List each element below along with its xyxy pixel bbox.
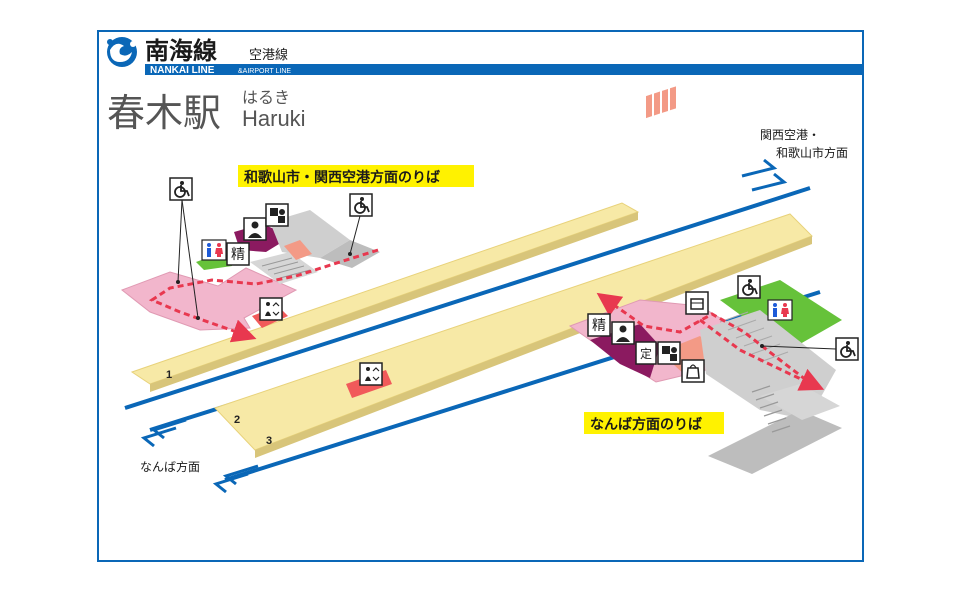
station-staff-icon bbox=[243, 217, 267, 241]
ticket-machine-icon bbox=[657, 341, 681, 365]
commuter-pass-label: 定 bbox=[640, 346, 652, 361]
wheelchair-leader-1 bbox=[177, 199, 183, 283]
right-concourse bbox=[568, 86, 842, 474]
wakayama-platform-label: 和歌山市・関西空港方面のりば bbox=[238, 165, 474, 187]
nankai-logo-icon bbox=[107, 37, 137, 67]
wheelchair-icon bbox=[835, 337, 859, 361]
fare-adjustment-label: 精 bbox=[592, 317, 606, 333]
platform-2-number: 2 bbox=[234, 414, 240, 426]
right-ticket-gates bbox=[646, 86, 676, 119]
right-exit-ramp bbox=[708, 410, 842, 474]
shop-bag-icon bbox=[681, 359, 705, 383]
namba-platform-label: なんば方面のりば bbox=[584, 412, 724, 434]
direction-airport-line2: 和歌山市方面 bbox=[776, 145, 848, 160]
namba-platform-text: なんば方面のりば bbox=[590, 416, 702, 432]
fare-adjustment-icon: 精 bbox=[587, 313, 611, 337]
right-barrier-free-route-b bbox=[699, 318, 825, 391]
track-upper bbox=[124, 186, 811, 410]
elevator-icon bbox=[365, 367, 380, 381]
wheelchair-leader-4 bbox=[761, 345, 837, 350]
platform-1-edge bbox=[150, 212, 638, 392]
station-name: 春木駅 bbox=[107, 93, 221, 135]
platform-3-number: 3 bbox=[266, 435, 272, 447]
station-kana: はるき bbox=[242, 89, 290, 107]
toilet-icon bbox=[201, 239, 227, 261]
station-romaji: Haruki bbox=[242, 106, 306, 131]
left-stairs-steps bbox=[261, 257, 311, 279]
left-gates bbox=[284, 240, 312, 260]
ticket-machine-icon bbox=[265, 203, 289, 227]
header-bar bbox=[145, 64, 863, 75]
elevator-icon bbox=[259, 297, 283, 321]
sub-line-english: &AIRPORT LINE bbox=[238, 68, 291, 75]
header: 南海線 空港線 NANKAI LINE &AIRPORT LINE bbox=[107, 37, 863, 76]
station-name-block: 春木駅 はるき Haruki bbox=[107, 89, 306, 135]
wheelchair-leader-3 bbox=[349, 215, 361, 255]
wheelchair-leader-2 bbox=[181, 199, 199, 319]
platform-1-number: 1 bbox=[166, 369, 172, 381]
right-landing bbox=[760, 384, 840, 420]
right-stairs-steps bbox=[751, 385, 791, 433]
fare-adjustment-icon: 精 bbox=[226, 242, 250, 266]
direction-arrow-namba-lower bbox=[212, 464, 259, 494]
toilet-icon bbox=[767, 299, 793, 321]
direction-arrow-namba-upper bbox=[140, 418, 187, 448]
line-english: NANKAI LINE bbox=[150, 65, 215, 76]
station-staff-icon bbox=[611, 321, 635, 345]
locker-icon bbox=[685, 291, 709, 315]
wheelchair-icon bbox=[169, 177, 193, 201]
wakayama-platform-text: 和歌山市・関西空港方面のりば bbox=[244, 169, 440, 185]
left-barrier-free-route bbox=[148, 248, 379, 343]
line-name: 南海線 bbox=[145, 37, 217, 65]
commuter-pass-icon: 定 bbox=[635, 341, 657, 365]
direction-airport-line1: 関西空港・ bbox=[760, 128, 820, 142]
wheelchair-icon bbox=[737, 275, 761, 299]
fare-adjustment-label: 精 bbox=[231, 246, 245, 262]
right-barrier-free-route-a bbox=[596, 292, 815, 388]
left-escalator bbox=[250, 252, 318, 284]
direction-arrow-airport bbox=[741, 158, 788, 192]
sub-line-name: 空港線 bbox=[249, 47, 288, 62]
wheelchair-icon bbox=[349, 193, 373, 217]
platform-2-3-edge bbox=[255, 236, 812, 458]
direction-namba: なんば方面 bbox=[140, 459, 200, 474]
